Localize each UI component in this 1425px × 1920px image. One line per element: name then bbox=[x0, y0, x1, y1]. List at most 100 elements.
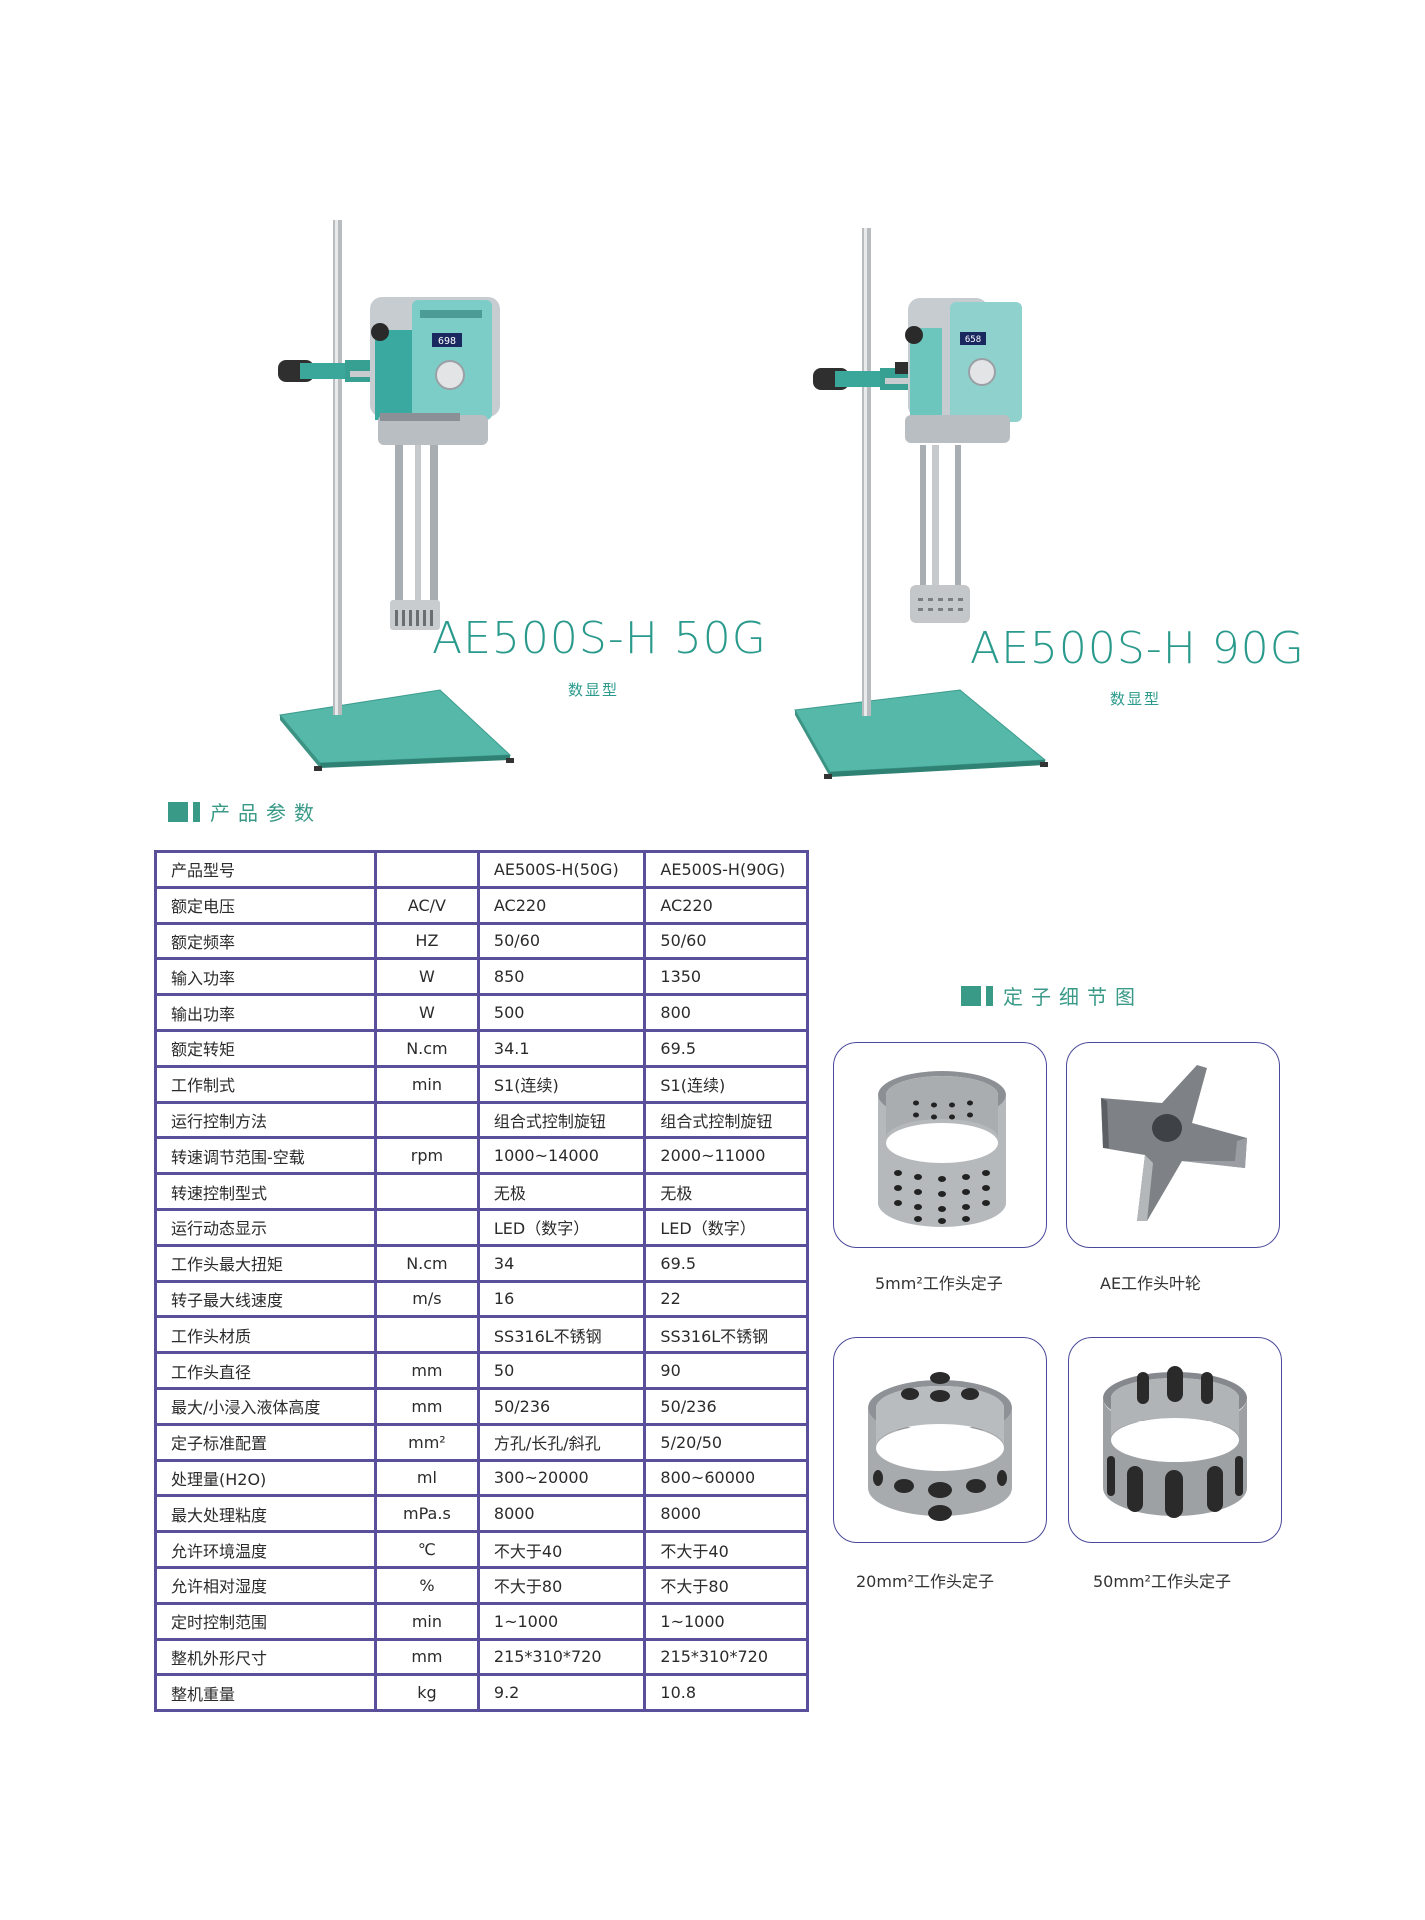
unit-cell: mm bbox=[373, 1351, 480, 1390]
value-50g-cell: 50/236 bbox=[476, 1386, 647, 1426]
homogenizer-90g-image: 658 bbox=[794, 228, 1048, 779]
param-name-cell: 处理量(H2O) bbox=[154, 1458, 377, 1498]
param-name-cell: 允许环境温度 bbox=[154, 1530, 377, 1569]
value-50g-cell: AE500S-H(50G) bbox=[476, 850, 647, 889]
value-50g-cell: 方孔/长孔/斜孔 bbox=[476, 1422, 647, 1462]
unit-cell: min bbox=[373, 1601, 480, 1641]
param-name-cell: 定时控制范围 bbox=[154, 1601, 377, 1641]
unit-cell bbox=[373, 1315, 480, 1355]
unit-cell: % bbox=[373, 1565, 480, 1605]
value-90g-cell: 50/236 bbox=[643, 1386, 809, 1426]
heading-bar-icon bbox=[986, 985, 993, 1006]
value-90g-cell: 215*310*720 bbox=[643, 1637, 809, 1677]
value-50g-cell: 300~20000 bbox=[476, 1458, 647, 1498]
param-name-cell: 产品型号 bbox=[154, 850, 377, 889]
value-90g-cell: 50/60 bbox=[643, 921, 809, 961]
param-name-cell: 工作头最大扭矩 bbox=[154, 1243, 377, 1283]
value-90g-cell: 10.8 bbox=[643, 1673, 809, 1713]
table-row: 产品型号 AE500S-H(50G)AE500S-H(90G) bbox=[154, 850, 809, 889]
value-90g-cell: 8000 bbox=[643, 1494, 809, 1534]
led-display-text: 698 bbox=[438, 336, 456, 347]
heading-square-icon bbox=[961, 985, 981, 1006]
param-name-cell: 转子最大线速度 bbox=[154, 1279, 377, 1319]
stator-20mm-image bbox=[868, 1372, 1012, 1521]
value-90g-cell: 800 bbox=[643, 993, 809, 1032]
value-90g-cell: SS316L不锈钢 bbox=[643, 1315, 809, 1355]
value-90g-cell: 22 bbox=[643, 1279, 809, 1319]
param-name-cell: 整机外形尺寸 bbox=[154, 1637, 377, 1677]
value-90g-cell: 69.5 bbox=[643, 1243, 809, 1283]
detail-caption: 20mm²工作头定子 bbox=[856, 1572, 994, 1591]
value-90g-cell: 2000~11000 bbox=[643, 1136, 809, 1176]
product-ae500s-h-90g: 658 AE500S-H 90G 数显型 bbox=[780, 220, 1320, 790]
product-ae500s-h-50g: 698 AE500S-H 50G 数显型 bbox=[260, 215, 780, 775]
value-50g-cell: 无极 bbox=[476, 1172, 647, 1211]
value-50g-cell: S1(连续) bbox=[476, 1064, 647, 1104]
param-name-cell: 最大处理粘度 bbox=[154, 1494, 377, 1534]
detail-caption: 50mm²工作头定子 bbox=[1093, 1572, 1231, 1591]
param-name-cell: 输入功率 bbox=[154, 957, 377, 997]
value-90g-cell: 1350 bbox=[643, 957, 809, 997]
value-90g-cell: 1~1000 bbox=[643, 1601, 809, 1641]
param-name-cell: 工作头直径 bbox=[154, 1351, 377, 1390]
param-name-cell: 运行动态显示 bbox=[154, 1207, 377, 1247]
value-90g-cell: LED（数字） bbox=[643, 1207, 809, 1247]
unit-cell: min bbox=[373, 1064, 480, 1104]
value-90g-cell: 90 bbox=[643, 1351, 809, 1390]
unit-cell: N.cm bbox=[373, 1243, 480, 1283]
value-90g-cell: 组合式控制旋钮 bbox=[643, 1100, 809, 1140]
heading-bar-icon bbox=[193, 801, 200, 822]
heading-square-icon bbox=[168, 801, 188, 822]
param-name-cell: 额定电压 bbox=[154, 885, 377, 925]
detail-card-50mm-stator bbox=[1068, 1337, 1282, 1543]
value-50g-cell: 50 bbox=[476, 1351, 647, 1390]
value-90g-cell: 不大于40 bbox=[643, 1530, 809, 1569]
product-model-title: AE500S-H 50G bbox=[432, 613, 767, 664]
param-name-cell: 工作制式 bbox=[154, 1064, 377, 1104]
unit-cell: mPa.s bbox=[373, 1494, 480, 1534]
value-50g-cell: AC220 bbox=[476, 885, 647, 925]
detail-card-5mm-stator bbox=[833, 1042, 1047, 1248]
value-50g-cell: 50/60 bbox=[476, 921, 647, 961]
unit-cell: ml bbox=[373, 1458, 480, 1498]
product-subtitle: 数显型 bbox=[568, 681, 620, 699]
unit-cell: W bbox=[373, 957, 480, 997]
value-50g-cell: 不大于40 bbox=[476, 1530, 647, 1569]
unit-cell: ℃ bbox=[373, 1530, 480, 1569]
unit-cell: N.cm bbox=[373, 1028, 480, 1068]
spec-section-heading: 产品参数 bbox=[168, 797, 322, 826]
param-name-cell: 额定频率 bbox=[154, 921, 377, 961]
param-name-cell: 最大/小浸入液体高度 bbox=[154, 1386, 377, 1426]
value-50g-cell: 16 bbox=[476, 1279, 647, 1319]
value-90g-cell: AC220 bbox=[643, 885, 809, 925]
value-50g-cell: 34.1 bbox=[476, 1028, 647, 1068]
param-name-cell: 运行控制方法 bbox=[154, 1100, 377, 1140]
unit-cell bbox=[373, 850, 480, 889]
unit-cell: mm bbox=[373, 1386, 480, 1426]
unit-cell: kg bbox=[373, 1673, 480, 1713]
detail-caption: AE工作头叶轮 bbox=[1100, 1274, 1202, 1293]
param-name-cell: 转速调节范围-空载 bbox=[154, 1136, 377, 1176]
led-display-text: 658 bbox=[965, 335, 981, 345]
stator-5mm-image bbox=[878, 1071, 1006, 1227]
value-50g-cell: 215*310*720 bbox=[476, 1637, 647, 1677]
value-90g-cell: 5/20/50 bbox=[643, 1422, 809, 1462]
value-50g-cell: SS316L不锈钢 bbox=[476, 1315, 647, 1355]
detail-card-20mm-stator bbox=[833, 1337, 1047, 1543]
unit-cell: AC/V bbox=[373, 885, 480, 925]
product-model-title: AE500S-H 90G bbox=[970, 623, 1305, 674]
value-90g-cell: AE500S-H(90G) bbox=[643, 850, 809, 889]
